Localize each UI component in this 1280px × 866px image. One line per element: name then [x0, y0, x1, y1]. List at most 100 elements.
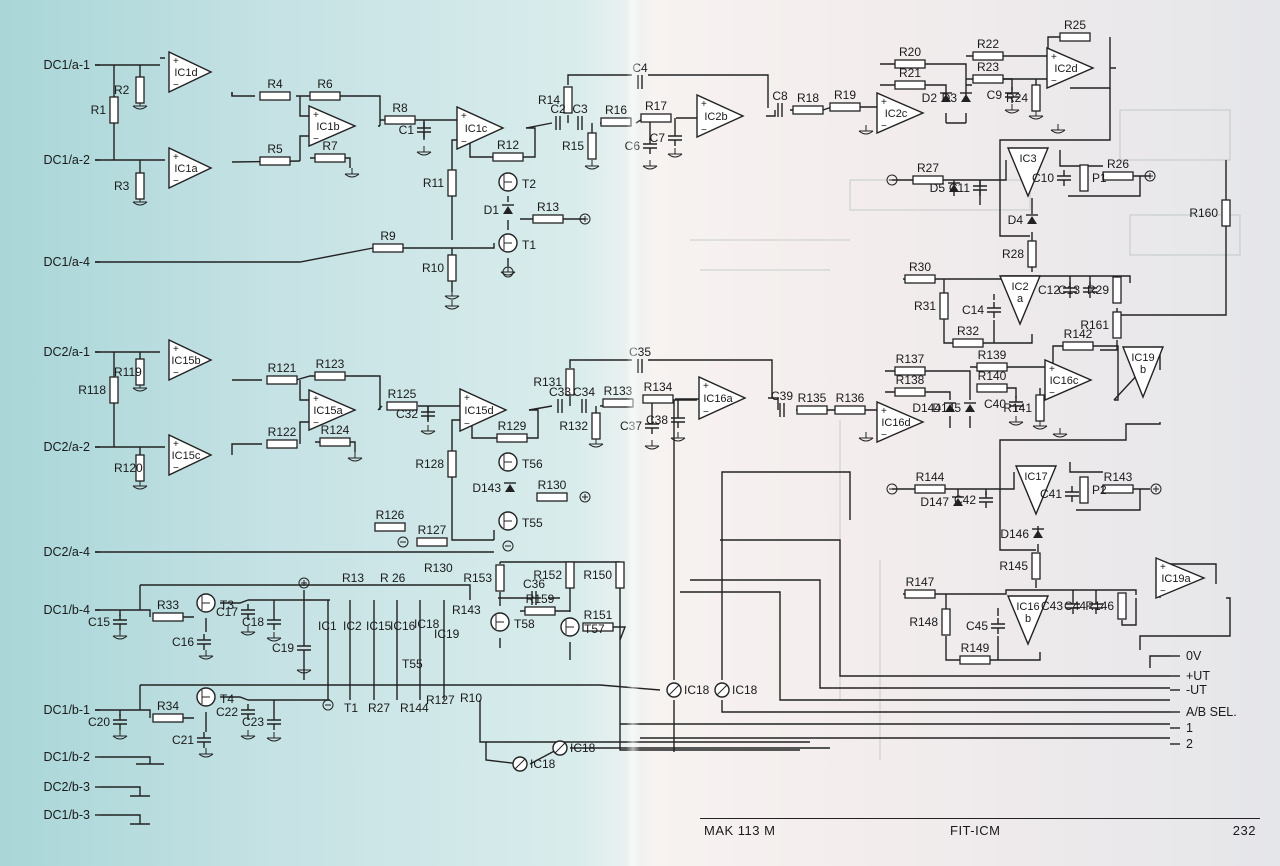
wire: [377, 405, 462, 452]
component-c40: C40: [984, 396, 1023, 412]
supply-label: IC2: [343, 619, 362, 633]
terminal-circle: [886, 174, 898, 186]
input-terminal-bus-3: DC1/b-2: [43, 750, 90, 764]
component-ref: IC1a: [174, 163, 198, 175]
component-c14: C14: [962, 302, 1001, 318]
wire: [119, 684, 661, 716]
component-ref: C35: [629, 345, 651, 359]
component-ref: R159: [526, 592, 555, 606]
component-c22: C22: [216, 704, 255, 720]
ground-arc: [667, 153, 683, 158]
component-r22: R22: [972, 37, 1004, 61]
ground-arc: [132, 387, 148, 392]
ground-line: [1053, 428, 1067, 435]
resistor-body: [1059, 32, 1091, 42]
wire: [993, 276, 1091, 343]
component-p2: P2: [1079, 476, 1107, 504]
opamp-body: [168, 146, 213, 190]
wire: [892, 472, 1015, 496]
component-r19: R19: [829, 88, 861, 112]
component-ref: IC18: [570, 741, 596, 755]
opamp-body: [698, 375, 747, 421]
terminal-circle: [886, 483, 898, 495]
opamp-minus-sign: −: [313, 134, 319, 145]
component-r26: R26: [1102, 157, 1134, 181]
component-r7: R7: [314, 139, 346, 163]
component-r12: R12: [492, 138, 524, 162]
opamp-minus-sign: −: [703, 407, 709, 418]
resistor-body: [1062, 341, 1094, 351]
opamp-minus-sign: −: [173, 80, 179, 91]
component-ref: R150: [583, 568, 612, 582]
component-ref: R137: [896, 352, 925, 366]
resistor-body: [532, 214, 564, 224]
wire: [680, 591, 1170, 701]
terminal-circle: [1150, 483, 1162, 495]
component-r144: R144: [914, 470, 946, 494]
component-r152: R152: [533, 561, 575, 589]
component-t57: T57: [560, 617, 605, 637]
ground-arc: [444, 305, 460, 310]
component-ref: R27: [917, 161, 939, 175]
opamp-plus-sign: +: [1049, 364, 1055, 375]
terminal-sign: [301, 580, 307, 586]
terminal-circle: [298, 577, 310, 589]
switch-contact: [514, 758, 526, 770]
terminal-circle: [502, 266, 514, 278]
component-ref: R127: [418, 523, 447, 537]
resistor-body: [374, 522, 406, 532]
resistor-body: [135, 76, 145, 104]
ground-line: [297, 664, 311, 671]
wire: [95, 243, 495, 263]
component-ref: R131: [533, 375, 562, 389]
component-r159: R159: [524, 592, 556, 616]
wire: [690, 579, 1170, 689]
resistor-body: [914, 484, 946, 494]
terminal-circle: [1144, 170, 1156, 182]
input-terminal-ch1-2: DC1/a-2: [43, 153, 90, 167]
diode-body: [941, 94, 951, 102]
ground-symbol: [444, 290, 460, 300]
capacitor-plates: [1066, 598, 1080, 614]
resistor-body: [904, 274, 936, 284]
capacitor-plates: [987, 302, 1001, 318]
resistor-body: [792, 105, 824, 115]
component-r126: R126: [374, 508, 406, 532]
ground-line: [199, 650, 213, 657]
transistor-leads: [495, 615, 504, 629]
wire: [673, 399, 851, 680]
component-c7: C7: [650, 130, 682, 146]
wire: [966, 37, 1111, 89]
component-ic18: IC18: [552, 740, 596, 756]
terminal-circle: [579, 213, 591, 225]
resistor-body: [894, 366, 926, 376]
component-c1: C1: [399, 122, 431, 138]
component-ref: C4: [632, 61, 648, 75]
component-r149: R149: [959, 641, 991, 665]
component-ref: R20: [899, 45, 921, 59]
resistor-body: [1112, 276, 1122, 304]
opamp-minus-sign: −: [881, 121, 887, 132]
ground-arc: [416, 151, 432, 156]
component-ref: T4: [220, 692, 234, 706]
ground-line: [345, 168, 359, 175]
ground-symbol: [858, 432, 874, 442]
component-ref: C2: [550, 102, 566, 116]
opamp-minus-sign: −: [313, 418, 319, 429]
component-ref-suffix: a: [1017, 293, 1024, 305]
ground-symbol: [858, 125, 874, 135]
resistor-body: [1221, 199, 1231, 227]
component-r5: R5: [259, 142, 291, 166]
component-c34: C34: [573, 385, 595, 413]
component-r30: R30: [904, 260, 936, 284]
component-r151: R151: [582, 608, 614, 632]
component-ref: R139: [978, 348, 1007, 362]
component-ref: R23: [977, 60, 999, 74]
model-label: MAK 113 M: [704, 823, 776, 838]
supply-label: R144: [400, 701, 429, 715]
component-d147: D147: [920, 495, 964, 509]
output-terminal-3: -UT: [1186, 683, 1207, 697]
ground-arc: [588, 443, 604, 448]
